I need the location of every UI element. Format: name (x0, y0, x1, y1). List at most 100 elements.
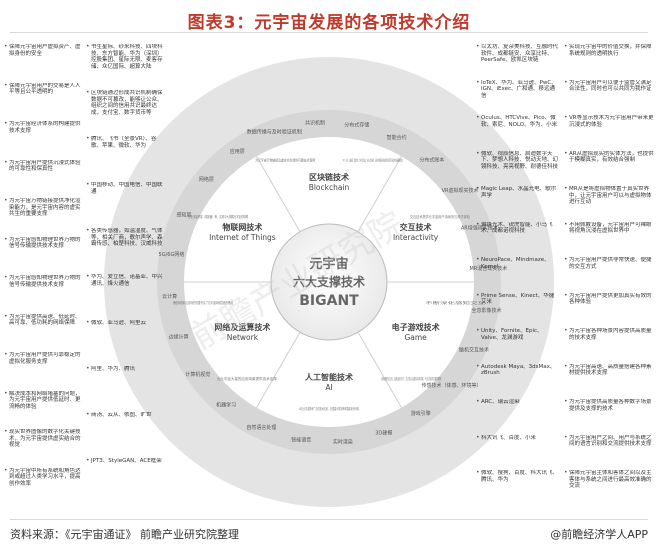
spoke-line (357, 331, 402, 408)
ring-note: 通信网络和云游戏的完善夯实了元宇宙网络层面的基础 (173, 300, 233, 305)
left-description-text: 为元宇宙经济体系的构建提供技术支撑 (9, 121, 81, 134)
right-company-list: •Magic Leap、水晶光电、歌尔声学 (476, 186, 558, 199)
right-company-list-text: ARC、瑞云渲染 (481, 399, 520, 405)
bullet-icon: • (476, 257, 480, 263)
bullet-icon: • (564, 150, 568, 157)
mid-ring-label: 智能语音 (291, 437, 311, 444)
right-company-list: •科大讯飞、百度、小米 (476, 435, 558, 442)
core-tech-english: Interactivity (393, 233, 439, 242)
mid-ring-labels: 分布式存储智能合约分布式账本VR虚拟现实技术AR增强现实技术MR混合现实技术全息… (159, 120, 508, 446)
left-company-list-text: 区块链通过形成共识机制确保数据不可篡改，能够让公众、组织之间的信用共识最终达成，… (91, 90, 163, 116)
right-description: •实现元宇宙中的价值交换，并保障系统规则的透明执行 (564, 44, 654, 57)
bullet-icon: • (86, 274, 90, 280)
mid-ring-label: 机器学习 (216, 402, 236, 409)
right-description-text: 不用佩戴设备，元宇宙用户可裸眼将视角沉浸在虚拟世界中 (569, 221, 652, 235)
ring-note: 交互技术提供元宇宙用户持续的沉浸式体验 (410, 214, 470, 219)
bullet-icon: • (476, 79, 480, 86)
bullet-icon: • (86, 90, 90, 96)
right-description-text: VR等显示技术为元宇宙用户带来更沉浸式的体验 (569, 115, 654, 128)
right-company-list-text: 微软、搜狗、百度、科大讯飞、腾讯、华为 (481, 470, 558, 483)
left-description-text: 现实世界图像的数字化关键技术，为元宇宙提供虚实结合的视觉 (9, 429, 81, 449)
left-description: •为元宇宙用户提供沉浸式体验的可靠性和保真性 (4, 160, 82, 173)
right-company-list-text: Autodesk Maya、3dsMax、zBrush (481, 363, 556, 377)
left-description-text: 保障元宇宙用户虚拟资产、虚拟身份的安全 (9, 44, 81, 57)
right-description-text: 保障元宇宙主体和客体之间以及主客体与系统之间进行最高效准确的交流 (569, 470, 652, 490)
bullet-icon: • (564, 470, 568, 476)
mid-ring-label: 数据传播与及时验证机制 (247, 129, 302, 136)
right-company-list-text: Prime Sense、Kinect、华捷艾米 (481, 292, 555, 306)
bullet-icon: • (476, 186, 480, 192)
bullet-icon: • (476, 363, 480, 370)
mid-ring-label: 自然语言处理 (246, 424, 276, 431)
bullet-icon: • (564, 363, 568, 370)
left-description: •现实世界图像的数字化关键技术，为元宇宙提供虚实结合的视觉 (4, 429, 82, 449)
bullet-icon: • (564, 434, 568, 441)
left-description: •为元宇宙经济体系的构建提供技术支撑 (4, 121, 82, 134)
title-divider (10, 32, 648, 33)
right-company-list: •Prime Sense、Kinect、华捷艾米 (476, 293, 558, 306)
right-company-list: •Unity、Fornite、Epic、Valve、龙渊游戏 (476, 328, 558, 341)
ring-spokes (184, 156, 474, 408)
bullet-icon: • (476, 150, 480, 157)
bullet-icon: • (86, 458, 90, 464)
right-company-list-text: 偏锋光术、锐虎智能、小马飞术、成都诺视科技 (481, 221, 553, 235)
bullet-icon: • (86, 366, 90, 372)
bullet-icon: • (476, 434, 480, 441)
right-company-list: •NeuroPace、Mindmaze、Kernel (476, 257, 558, 270)
right-description-text: 为元宇宙各种场景内容提供高质量的技术支撑 (569, 328, 652, 341)
bullet-icon: • (4, 82, 8, 89)
bullet-icon: • (564, 221, 568, 228)
ring-note: 为元宇宙大量的应用场景提供技术支撑 (217, 376, 277, 381)
right-description: •MR从是将虚拟物体置于真实世界中，让元宇宙用户可以与虚拟物体进行互动 (564, 186, 654, 206)
bullet-icon: • (476, 399, 480, 405)
right-company-list-text: Oculus、HTCVive、Pico、微软、索尼、NOLO、华为、小米 (481, 115, 558, 128)
ring-notes: NFT、DeFi、公链速率、智能合约、DAO社区生态、去中心化交易所、分布式存储… (173, 158, 486, 411)
mid-ring-label: 应用层 (230, 148, 245, 155)
right-description-text: 为元宇宙高速、高质量搭建各种素材提供技术支撑 (569, 363, 652, 377)
core-tech-english: Game (404, 333, 427, 342)
mid-ring-label: 全息影像技术 (472, 307, 502, 314)
right-description-text: 为元宇宙提供高质量各种数字场景提供及支撑的技术 (569, 399, 652, 412)
left-description: •为元宇宙中所有系统和角色达到或超过人类学习水平，提高创作效率 (4, 468, 82, 488)
left-description-text: 保障元宇宙用户的交易是人人平等且公平透明的 (9, 82, 81, 96)
chart-title: 图表3：元宇宙发展的各项技术介绍 (187, 13, 471, 33)
right-company-list-text: IoTeX、华为、亚马逊、PwC、IGN、iExec、广和通、移远通信 (481, 79, 557, 99)
bullet-icon: • (86, 44, 90, 50)
right-description: •不用佩戴设备，元宇宙用户可裸眼将视角沉浸在虚拟世界中 (564, 222, 654, 235)
left-company-list-text: 阿里、华为、腾讯 (91, 366, 136, 372)
mid-ring-label: 实时渲染 (333, 438, 353, 445)
left-description-text: 为元宇宙中所有系统和角色达到或超过人类学习水平，提高创作效率 (9, 467, 81, 487)
mid-ring-label: 边缘计算 (169, 334, 189, 341)
right-description-text: 为元宇宙用户提供非常快速、便捷的交互方式 (569, 257, 652, 270)
left-company-list: •JPT3、StyleGAN、ACE框架 (86, 458, 166, 465)
left-company-list: •书生星际、纱米科技、四块科技、东方智能、华为（深圳）控股集团、星际无限、麦客存… (86, 44, 166, 70)
left-company-list-text: 商汤、云从、依图、旷世 (91, 412, 152, 418)
bullet-icon: • (4, 429, 8, 435)
left-description-text: 解决成本和网络堵塞的问题，为元宇宙用户提供低延时、更流畅的体验 (9, 390, 81, 410)
right-description: •为元宇宙各种场景内容提供高质量的技术支撑 (564, 328, 654, 341)
bullet-icon: • (4, 44, 8, 50)
mid-ring-label: AR增强现实技术 (461, 224, 498, 231)
ring-note: AI在元宇宙具有广泛的技术应用，对提高计算效率和智能化有作用 (299, 406, 359, 411)
bullet-icon: • (86, 412, 90, 418)
bullet-icon: • (564, 115, 568, 121)
left-description-text: 为元宇宙用户提供可靠稳定的虚拟化服务支撑 (9, 352, 81, 365)
bullet-icon: • (4, 236, 8, 243)
mid-ring-label: 5G/6G网络 (159, 251, 185, 258)
mid-ring-label: 游戏引擎 (411, 410, 431, 417)
right-company-list-text: Unity、Fornite、Epic、Valve、龙渊游戏 (481, 328, 543, 341)
ring-note: NFT、DeFi、公链速率、智能合约、DAO社区生态、去中心化交易所、分布式存储… (343, 158, 403, 163)
center-acronym: BIGANT (299, 293, 359, 309)
left-company-list-text: 中国移动、中国电信、中国联通 (91, 182, 163, 195)
bullet-icon: • (86, 182, 90, 188)
bullet-icon: • (476, 221, 480, 228)
bullet-icon: • (4, 198, 8, 204)
core-labels: 区块链技术Blockchain交互技术Interactivity电子游戏技术Ga… (209, 172, 440, 392)
left-company-list: •微软、亚马逊、阿里云 (86, 320, 166, 327)
right-description-text: 为元宇宙用户之间、用户与系统之间的语言识别和交流提供技术支撑 (569, 434, 652, 448)
mid-ring-label: 共识机制 (305, 120, 325, 127)
right-company-list: •ARC、瑞云渲染 (476, 399, 558, 406)
left-description: •为元宇宙感知物理世界万物的信号传输提供技术支撑 (4, 275, 82, 288)
left-company-list: •商汤、云从、依图、旷世 (86, 412, 166, 419)
left-description: •解决成本和网络堵塞的问题，为元宇宙用户提供低延时、更流畅的体验 (4, 391, 82, 411)
